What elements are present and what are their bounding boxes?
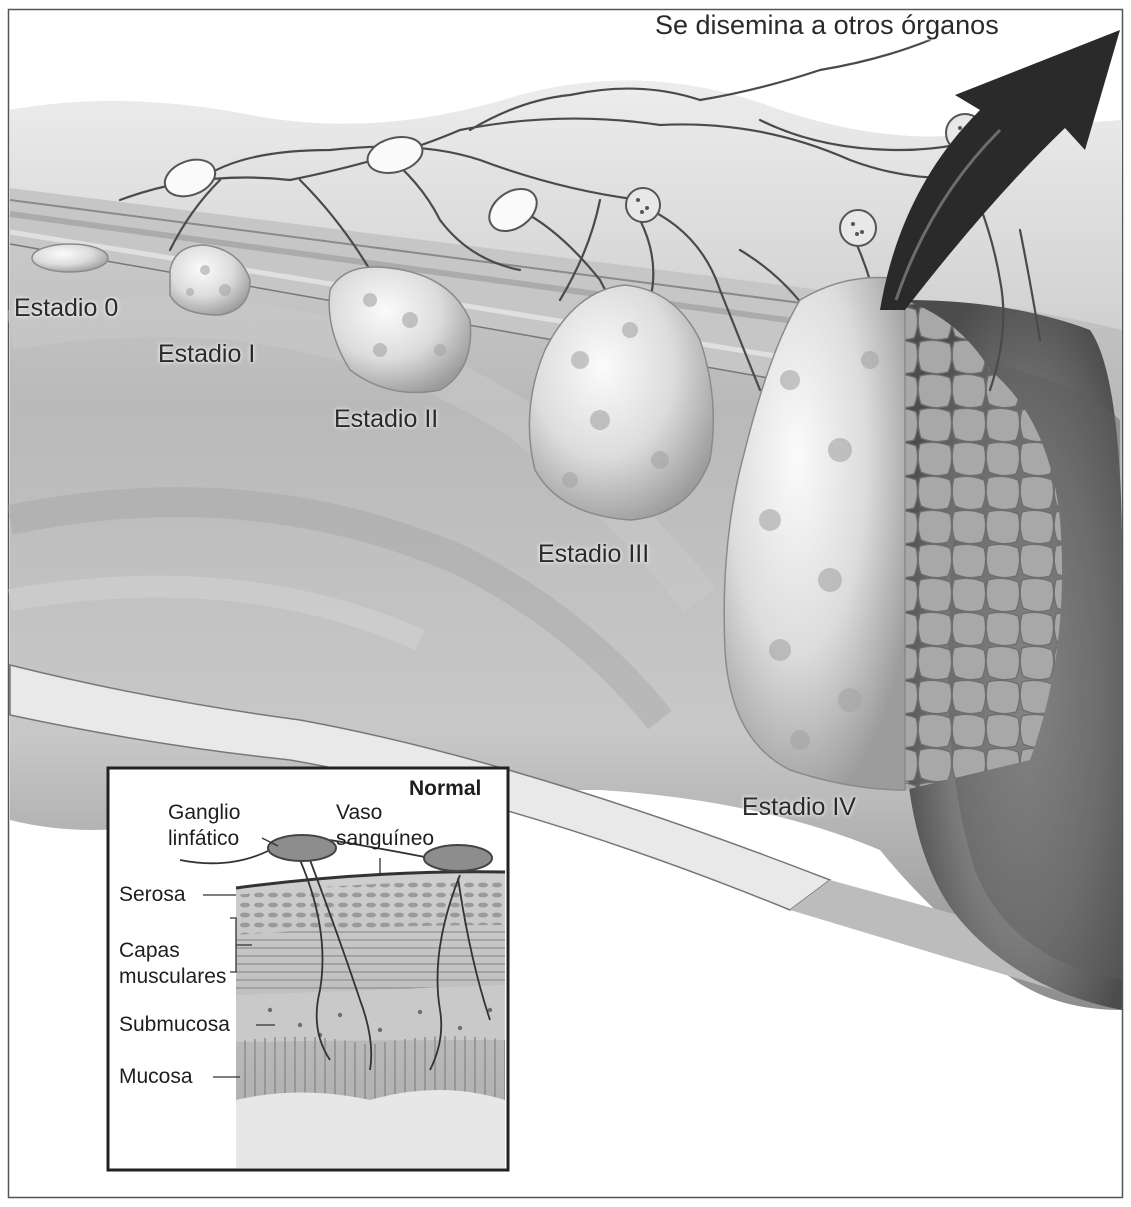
stage-i-label: Estadio I bbox=[158, 340, 255, 369]
submucosa-label: Submucosa bbox=[119, 1012, 230, 1038]
spread-label: Se disemina a otros órganos bbox=[655, 10, 999, 41]
muscle-layers-label-line1: Capas bbox=[119, 938, 226, 964]
stage-iii-label: Estadio III bbox=[538, 540, 649, 569]
tumor-stage-0 bbox=[32, 244, 108, 272]
lymph-node-label: Ganglio linfático bbox=[168, 800, 240, 852]
stage-0-label: Estadio 0 bbox=[14, 294, 118, 323]
serosa-label: Serosa bbox=[119, 882, 186, 908]
stage-ii-label: Estadio II bbox=[334, 405, 438, 434]
mucosa-label: Mucosa bbox=[119, 1064, 193, 1090]
blood-vessel-label-line1: Vaso bbox=[336, 800, 434, 826]
stage-iv-label: Estadio IV bbox=[742, 793, 856, 822]
blood-vessel-label-line2: sanguíneo bbox=[336, 826, 434, 852]
lymph-node-label-line1: Ganglio bbox=[168, 800, 240, 826]
blood-vessel-label: Vaso sanguíneo bbox=[336, 800, 434, 852]
lymph-node-label-line2: linfático bbox=[168, 826, 240, 852]
muscle-layers-label-line2: musculares bbox=[119, 964, 226, 990]
inset-title: Normal bbox=[409, 776, 481, 802]
muscle-layers-label: Capas musculares bbox=[119, 938, 226, 990]
